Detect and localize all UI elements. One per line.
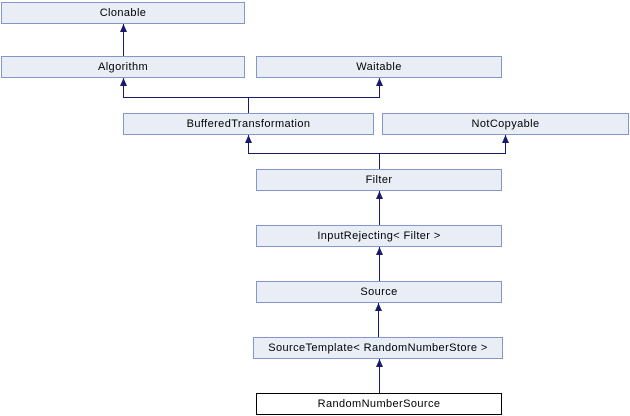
node-random-number-source: RandomNumberSource	[256, 393, 502, 415]
node-buffered-transformation[interactable]: BufferedTransformation	[123, 113, 374, 135]
node-source-template-random-number-store[interactable]: SourceTemplate< RandomNumberStore >	[253, 337, 503, 359]
arrowhead-algorithm-to-clonable	[120, 24, 127, 32]
edge-filter-to-not-copyable	[379, 135, 506, 169]
node-input-rejecting-filter[interactable]: InputRejecting< Filter >	[256, 225, 502, 247]
node-label-source: Source	[360, 286, 398, 298]
node-algorithm[interactable]: Algorithm	[1, 56, 245, 78]
arrowhead-buffered-transformation-to-algorithm	[120, 78, 127, 86]
edge-buffered-transformation-to-waitable	[248, 78, 380, 113]
node-source[interactable]: Source	[256, 281, 502, 303]
edge-filter-to-buffered-transformation	[248, 135, 380, 169]
node-label-filter: Filter	[365, 174, 393, 186]
arrowhead-source-to-input-rejecting	[376, 247, 383, 255]
node-label-waitable: Waitable	[356, 61, 402, 73]
node-clonable[interactable]: Clonable	[1, 2, 245, 24]
node-waitable[interactable]: Waitable	[256, 56, 502, 78]
node-not-copyable[interactable]: NotCopyable	[382, 113, 629, 135]
arrowhead-filter-to-buffered-transformation	[245, 135, 252, 143]
node-label-clonable: Clonable	[99, 7, 147, 19]
arrowhead-random-number-source-to-source-template	[376, 359, 383, 367]
edge-buffered-transformation-to-algorithm	[123, 78, 249, 113]
node-label-algorithm: Algorithm	[97, 61, 149, 73]
arrowhead-buffered-transformation-to-waitable	[376, 78, 383, 86]
arrowhead-source-template-to-source	[375, 303, 382, 311]
node-filter[interactable]: Filter	[256, 169, 502, 191]
node-label-buffered-transformation: BufferedTransformation	[186, 118, 311, 130]
node-label-source-template-random-number-store: SourceTemplate< RandomNumberStore >	[268, 342, 488, 354]
node-label-not-copyable: NotCopyable	[471, 118, 540, 130]
node-label-input-rejecting-filter: InputRejecting< Filter >	[317, 230, 441, 242]
arrowhead-input-rejecting-to-filter	[376, 191, 383, 199]
node-label-random-number-source: RandomNumberSource	[317, 398, 441, 410]
arrowhead-filter-to-not-copyable	[502, 135, 509, 143]
